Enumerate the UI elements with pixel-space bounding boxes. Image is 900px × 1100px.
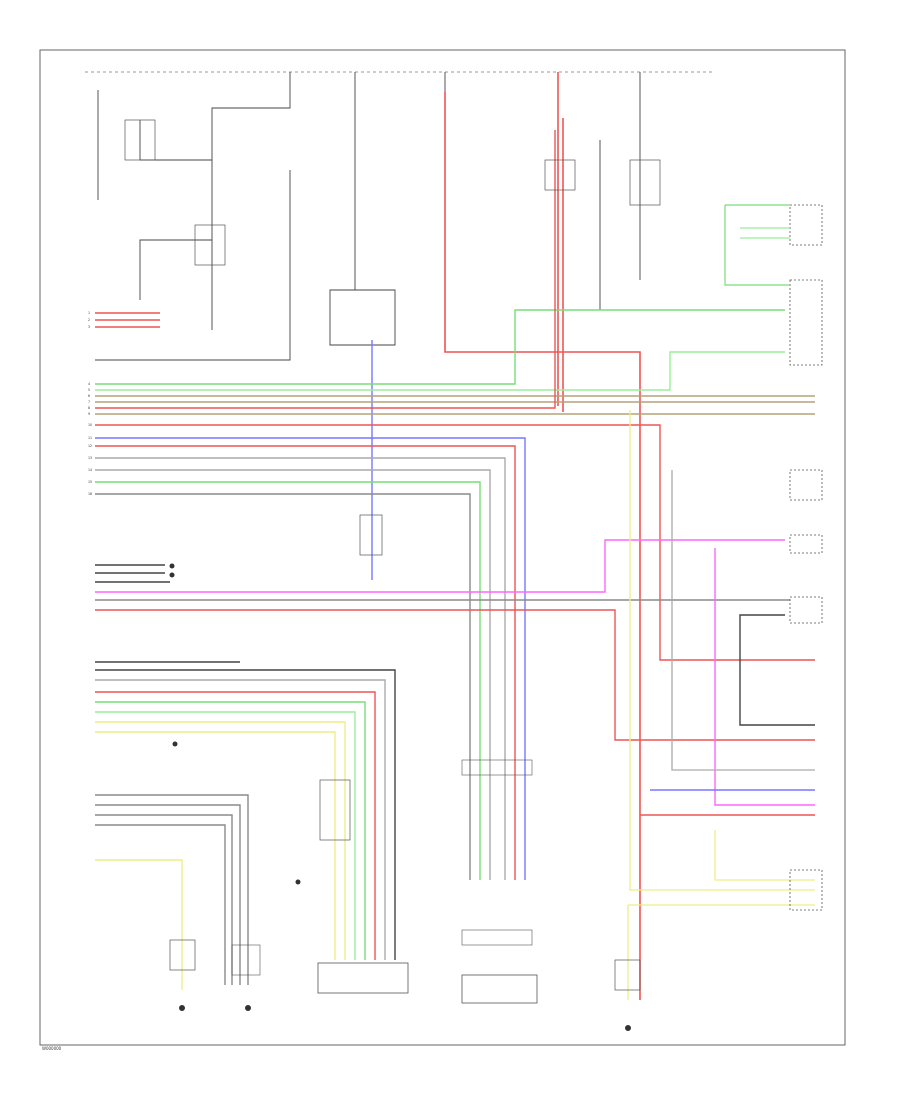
ecm-pin-label: 5 [88, 388, 90, 392]
ecm-pin-label: 8 [88, 406, 90, 410]
ecm-pin-label: 11 [88, 436, 92, 440]
ecm-pin-label: 16 [88, 492, 92, 496]
ecm-pin-label: 2 [88, 318, 90, 322]
ecm-lower-wires [95, 661, 396, 990]
right-connectors [789, 204, 823, 911]
relay-boxes [124, 119, 661, 991]
ecm-pin-label: 3 [88, 325, 90, 329]
bottom-left-connector [231, 944, 409, 994]
ecm-output-wires [95, 130, 815, 880]
red-feeds [444, 72, 641, 1000]
ecm-pin-label: 15 [88, 480, 92, 484]
ecm-pin-label: 10 [88, 423, 92, 427]
ecm-pin-label: 12 [88, 444, 92, 448]
diagram-frame [39, 49, 846, 1046]
right-lower-wires [627, 410, 815, 1000]
ground-symbols [169, 563, 631, 1031]
ecm-pin-label: 1 [88, 311, 90, 315]
dlc-bundle [461, 759, 538, 1004]
diagram-code: W000000 [42, 1046, 62, 1051]
right-upper-wires [724, 204, 790, 286]
ecm-pin-label: 6 [88, 394, 90, 398]
ecm-pin-label: 13 [88, 456, 92, 460]
ecm-pin-label: 7 [88, 400, 90, 404]
ecm-mid-wires [95, 539, 815, 816]
ecm-pin-label: 9 [88, 412, 90, 416]
ecm-pin-label: 14 [88, 468, 92, 472]
ecm-pin-label: 4 [88, 382, 90, 386]
